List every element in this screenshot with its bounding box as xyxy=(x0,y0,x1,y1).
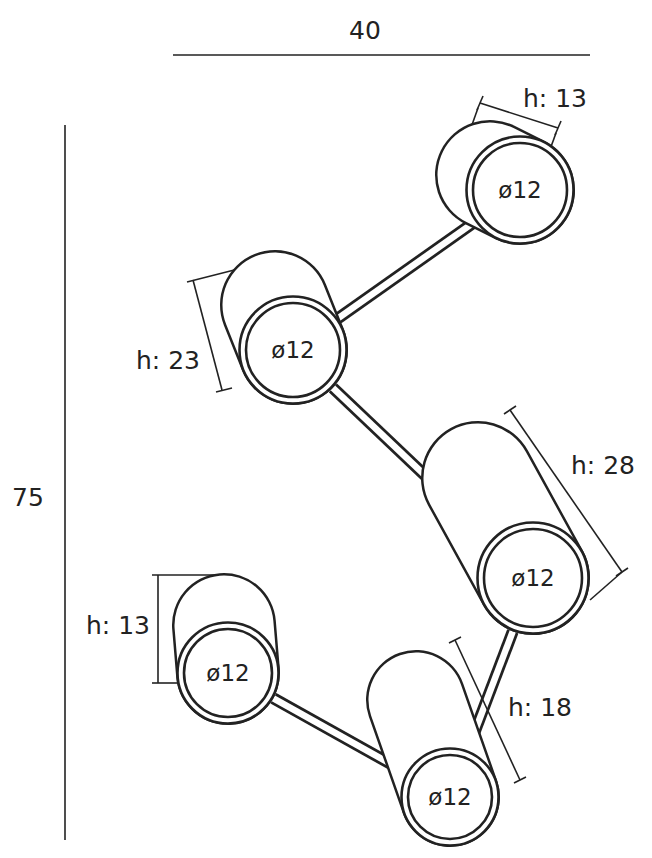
dimension-label: h: 28 xyxy=(568,451,638,480)
lamp-head: ø12 xyxy=(176,621,280,725)
lens-ring xyxy=(178,623,279,724)
dimension-label: h: 13 xyxy=(520,84,590,113)
diameter-label: ø12 xyxy=(511,565,554,591)
diameter-label: ø12 xyxy=(498,177,541,203)
lamp-head: ø12 xyxy=(465,135,575,245)
arm-fill xyxy=(338,222,475,319)
lens-ring xyxy=(478,523,589,634)
arm-outline xyxy=(338,222,475,319)
connecting-arm xyxy=(338,222,475,319)
lamp-head: ø12 xyxy=(476,521,590,635)
lamp-head: ø12 xyxy=(400,747,500,847)
cylinder-bodies xyxy=(224,175,533,797)
lens-ring xyxy=(402,749,499,846)
lens-inner-ring xyxy=(246,303,340,397)
lens-inner-ring xyxy=(473,143,567,237)
diameter-label: ø12 xyxy=(428,784,471,810)
dimension-label: h: 23 xyxy=(133,346,203,375)
dimension-label: 40 xyxy=(346,16,384,45)
dimension-label: h: 18 xyxy=(505,693,575,722)
diameter-label: ø12 xyxy=(206,660,249,686)
dimension-label: 75 xyxy=(9,483,47,512)
lamp-head: ø12 xyxy=(238,295,348,405)
lens-inner-ring xyxy=(408,755,492,839)
dimension-label: h: 13 xyxy=(83,611,153,640)
diameter-label: ø12 xyxy=(271,337,314,363)
lens-ring xyxy=(467,137,574,244)
lens-inner-ring xyxy=(184,629,272,717)
lens-ring xyxy=(240,297,347,404)
dimension-lines xyxy=(65,55,628,840)
lens-inner-ring xyxy=(484,529,582,627)
